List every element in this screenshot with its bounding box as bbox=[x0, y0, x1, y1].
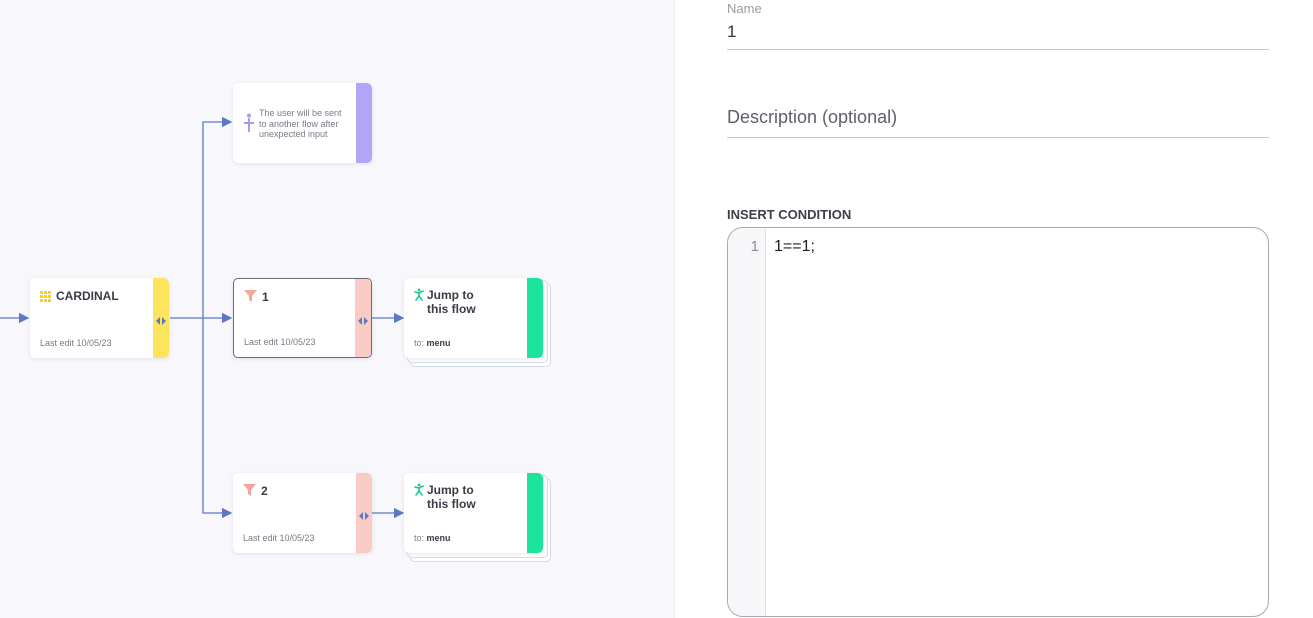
name-label: Name bbox=[727, 1, 762, 16]
condition-node-1-last-edit: Last edit 10/05/23 bbox=[244, 337, 316, 347]
drag-handle-icon[interactable] bbox=[358, 313, 368, 325]
filter-funnel-icon bbox=[243, 483, 256, 501]
note-node-bar bbox=[356, 83, 372, 163]
jump-figure-icon bbox=[414, 288, 424, 306]
editor-code-line[interactable]: 1==1; bbox=[774, 238, 815, 255]
jump-node-2-bar bbox=[527, 473, 543, 553]
filter-funnel-icon bbox=[244, 289, 257, 307]
description-input-underline bbox=[727, 137, 1269, 138]
name-input[interactable]: 1 bbox=[727, 22, 737, 41]
flow-canvas[interactable]: CARDINAL Last edit 10/05/23 The user wil… bbox=[0, 0, 675, 618]
cardinal-node[interactable]: CARDINAL Last edit 10/05/23 bbox=[30, 278, 169, 358]
jump-node-1[interactable]: Jump to this flow to: menu bbox=[404, 278, 543, 358]
jump-node-2-title-line1: Jump to bbox=[427, 483, 474, 497]
drag-handle-icon[interactable] bbox=[156, 313, 166, 325]
flow-connections bbox=[0, 116, 405, 519]
condition-node-2-bar[interactable] bbox=[356, 473, 372, 553]
jump-node-1-title-line2: this flow bbox=[427, 302, 476, 316]
note-node-text: The user will be sent to another flow af… bbox=[259, 108, 342, 139]
jump-node-2[interactable]: Jump to this flow to: menu bbox=[404, 473, 543, 553]
jump-figure-icon bbox=[414, 483, 424, 501]
condition-node-2-title: 2 bbox=[261, 484, 268, 498]
condition-code-editor[interactable]: 1 1==1; bbox=[727, 227, 1269, 617]
grid-icon bbox=[40, 289, 51, 307]
insert-condition-title: INSERT CONDITION bbox=[727, 207, 852, 222]
editor-gutter: 1 bbox=[728, 228, 766, 616]
condition-node-1-bar[interactable] bbox=[355, 279, 371, 357]
jump-node-2-target: to: menu bbox=[414, 533, 451, 543]
note-node[interactable]: The user will be sent to another flow af… bbox=[233, 83, 372, 163]
jump-node-1-title-line1: Jump to bbox=[427, 288, 474, 302]
cardinal-node-title: CARDINAL bbox=[56, 289, 119, 303]
cardinal-node-bar[interactable] bbox=[153, 278, 169, 358]
cardinal-node-last-edit: Last edit 10/05/23 bbox=[40, 338, 112, 348]
condition-properties-panel: Name 1 Description (optional) INSERT CON… bbox=[676, 0, 1313, 618]
jump-node-2-title-line2: this flow bbox=[427, 497, 476, 511]
jump-node-1-bar bbox=[527, 278, 543, 358]
name-input-underline bbox=[727, 49, 1269, 50]
condition-node-2-last-edit: Last edit 10/05/23 bbox=[243, 533, 315, 543]
condition-node-1[interactable]: 1 Last edit 10/05/23 bbox=[233, 278, 372, 358]
description-input[interactable]: Description (optional) bbox=[727, 107, 898, 127]
wire-cardinal-to-note bbox=[202, 116, 233, 318]
condition-node-2[interactable]: 2 Last edit 10/05/23 bbox=[233, 473, 372, 553]
wire-cardinal-to-condition-2 bbox=[202, 318, 233, 519]
jump-node-1-target: to: menu bbox=[414, 338, 451, 348]
condition-node-1-title: 1 bbox=[262, 290, 269, 304]
person-icon bbox=[243, 113, 255, 138]
editor-line-number: 1 bbox=[750, 238, 759, 255]
drag-handle-icon[interactable] bbox=[359, 508, 369, 520]
